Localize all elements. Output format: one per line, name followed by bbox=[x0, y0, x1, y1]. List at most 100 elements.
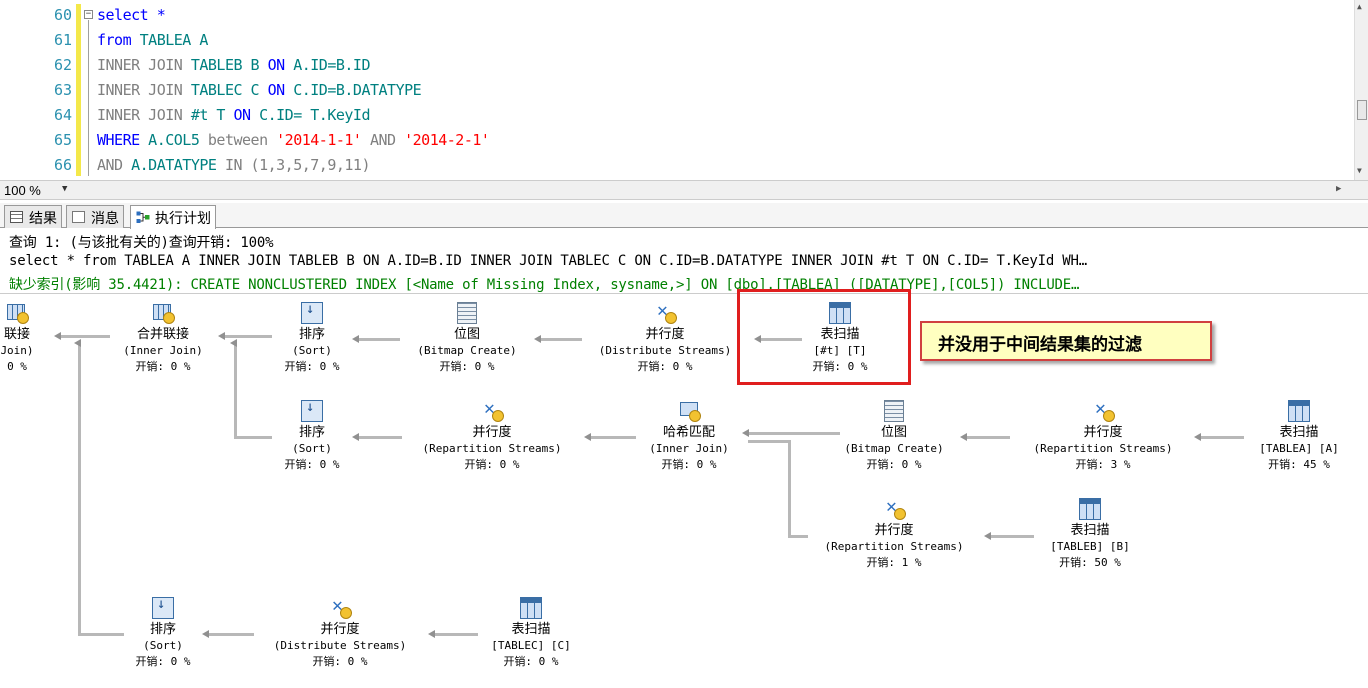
connector-line bbox=[746, 432, 840, 435]
plan-node-cost: 开销: 0 % bbox=[439, 360, 495, 373]
tab-results-label: 结果 bbox=[29, 210, 57, 226]
code-token: (1,3,5,7,9,11) bbox=[242, 156, 371, 174]
plan-node-name: 表扫描 bbox=[511, 622, 551, 637]
tab-messages-label: 消息 bbox=[91, 210, 119, 226]
scrollbar-thumb[interactable] bbox=[1357, 100, 1367, 120]
bitmap-icon bbox=[457, 302, 477, 324]
code-line[interactable]: WHERE A.COL5 between '2014-1-1' AND '201… bbox=[97, 131, 490, 149]
tab-messages[interactable]: 消息 bbox=[66, 205, 124, 228]
connector-line bbox=[788, 535, 808, 538]
connector-line bbox=[748, 440, 788, 443]
plan-node-name: 并行度 bbox=[1083, 425, 1123, 440]
code-token: #t T bbox=[182, 106, 234, 124]
plan-node-scan-c[interactable]: 表扫描[TABLEC] [C]开销: 0 % bbox=[436, 597, 626, 670]
code-line[interactable]: from TABLEA A bbox=[97, 31, 208, 49]
scroll-down-icon[interactable]: ▼ bbox=[1357, 166, 1362, 175]
plan-node-cost: 开销: 45 % bbox=[1268, 458, 1330, 471]
plan-node-name: 并行度 bbox=[320, 622, 360, 637]
collapse-icon[interactable]: − bbox=[84, 9, 93, 19]
tab-execution-plan-label: 执行计划 bbox=[155, 210, 211, 226]
code-token: A.COL5 bbox=[139, 131, 208, 149]
plan-node-cost: 开销: 0 % bbox=[661, 458, 717, 471]
plan-node-name: 排序 bbox=[149, 622, 176, 637]
plan-node-bitmap-1[interactable]: 位图(Bitmap Create)开销: 0 % bbox=[372, 302, 562, 375]
code-line[interactable]: INNER JOIN TABLEC C ON C.ID=B.DATATYPE bbox=[97, 81, 422, 99]
sql-editor[interactable]: − select * from TABLEA A INNER JOIN TABLEB… bbox=[0, 0, 1368, 180]
connector-line bbox=[788, 440, 791, 538]
plan-node-scan-a[interactable]: 表扫描[TABLEA] [A]开销: 45 % bbox=[1204, 400, 1368, 473]
table-scan-icon bbox=[829, 302, 851, 324]
plan-node-sub: (Inner Join) bbox=[123, 344, 203, 357]
plan-node-cost: 开销: 0 % bbox=[866, 458, 922, 471]
code-line[interactable]: select * bbox=[97, 6, 166, 24]
plan-node-parallel-4[interactable]: 并行度(Repartition Streams)开销: 1 % bbox=[799, 496, 989, 571]
scroll-up-icon[interactable]: ▲ bbox=[1357, 2, 1362, 11]
tab-execution-plan[interactable]: 执行计划 bbox=[130, 205, 216, 229]
plan-node-merge-join[interactable]: 合并联接(Inner Join)开销: 0 % bbox=[68, 302, 258, 375]
plan-node-hash-match[interactable]: 哈希匹配 (Inner Join) 开销: 0 % bbox=[594, 400, 784, 473]
plan-node-cost: 开销: 50 % bbox=[1059, 556, 1121, 569]
code-token: INNER JOIN bbox=[97, 81, 183, 99]
plan-node-cost: 开销: 0 % bbox=[464, 458, 520, 471]
plan-node-sub: [TABLEA] [A] bbox=[1259, 442, 1339, 455]
plan-node-name: 并行度 bbox=[874, 523, 914, 538]
code-token: '2014-2-1' bbox=[395, 131, 490, 149]
plan-node-parallel-3[interactable]: 并行度(Repartition Streams)开销: 3 % bbox=[1008, 398, 1198, 473]
plan-node-name: 排序 bbox=[298, 327, 325, 342]
plan-node-sub: (Repartition Streams) bbox=[824, 540, 964, 553]
table-scan-icon bbox=[1079, 498, 1101, 520]
plan-node-name: 位图 bbox=[880, 425, 907, 440]
plan-node-parallel-2[interactable]: 并行度(Repartition Streams)开销: 0 % bbox=[397, 398, 587, 473]
missing-index-hint[interactable]: 缺少索引(影响 35.4421): CREATE NONCLUSTERED IN… bbox=[9, 277, 1080, 293]
code-line[interactable]: INNER JOIN TABLEB B ON A.ID=B.ID bbox=[97, 56, 371, 74]
code-token: '2014-1-1' bbox=[267, 131, 370, 149]
plan-node-cost: 开销: 0 % bbox=[284, 458, 340, 471]
plan-node-sub: (Distribute Streams) bbox=[273, 639, 407, 652]
bitmap-icon bbox=[884, 400, 904, 422]
line-number: 65 bbox=[53, 131, 72, 149]
plan-node-sort-3[interactable]: 排序(Sort)开销: 0 % bbox=[68, 596, 258, 670]
plan-node-bitmap-2[interactable]: 位图(Bitmap Create)开销: 0 % bbox=[799, 400, 989, 473]
code-token: between bbox=[207, 131, 268, 149]
plan-node-parallel-5[interactable]: 并行度(Distribute Streams)开销: 0 % bbox=[245, 595, 435, 670]
plan-node-sort-1[interactable]: 排序(Sort)开销: 0 % bbox=[217, 301, 407, 375]
line-number: 61 bbox=[53, 31, 72, 49]
parallelism-icon bbox=[328, 595, 352, 619]
plan-node-sub: [TABLEC] [C] bbox=[491, 639, 571, 652]
scroll-right-icon[interactable]: ▶ bbox=[1336, 184, 1342, 194]
chevron-down-icon[interactable]: ▼ bbox=[62, 184, 68, 194]
zoom-select[interactable]: 100 % bbox=[4, 183, 76, 199]
execution-plan-pane[interactable]: 查询 1: (与该批有关的)查询开销: 100% select * from T… bbox=[0, 229, 1368, 688]
code-line[interactable]: INNER JOIN #t T ON C.ID= T.KeyId bbox=[97, 106, 371, 124]
arrow-icon bbox=[1194, 433, 1201, 441]
plan-node-sub: (Inner Join) bbox=[649, 442, 729, 455]
connector-line bbox=[58, 335, 110, 338]
arrow-icon bbox=[742, 429, 749, 437]
fold-guide-line bbox=[88, 20, 89, 176]
code-line[interactable]: AND A.DATATYPE IN (1,3,5,7,9,11) bbox=[97, 156, 370, 174]
arrow-icon bbox=[754, 335, 761, 343]
code-token: C.ID=B.DATATYPE bbox=[284, 81, 422, 99]
plan-node-parallel-1[interactable]: 并行度(Distribute Streams)开销: 0 % bbox=[570, 300, 760, 375]
plan-node-sort-2[interactable]: 排序(Sort)开销: 0 % bbox=[217, 399, 407, 473]
code-token: C.ID= T.KeyId bbox=[250, 106, 370, 124]
query-text: select * from TABLEA A INNER JOIN TABLEB… bbox=[9, 253, 1087, 269]
query-cost-header: 查询 1: (与该批有关的)查询开销: 100% bbox=[9, 235, 274, 251]
plan-node-scan-t[interactable]: 表扫描[#t] [T]开销: 0 % bbox=[745, 302, 935, 375]
plan-node-sub: (Sort) bbox=[292, 344, 332, 357]
tab-results[interactable]: 结果 bbox=[4, 205, 62, 228]
plan-node-scan-b[interactable]: 表扫描[TABLEB] [B]开销: 50 % bbox=[995, 498, 1185, 571]
code-token: TABLEC C bbox=[182, 81, 268, 99]
plan-icon bbox=[136, 211, 150, 223]
code-token: from bbox=[97, 31, 132, 49]
connector-line bbox=[964, 436, 1010, 439]
vertical-scrollbar[interactable]: ▲ ▼ bbox=[1354, 0, 1368, 180]
connector-line bbox=[234, 436, 272, 439]
merge-join-icon bbox=[151, 302, 175, 324]
connector-line bbox=[78, 633, 124, 636]
plan-node-name: 哈希匹配 bbox=[662, 425, 715, 440]
plan-node-sub: [TABLEB] [B] bbox=[1050, 540, 1130, 553]
plan-node-name: 表扫描 bbox=[820, 327, 860, 342]
code-token: WHERE bbox=[97, 131, 140, 149]
